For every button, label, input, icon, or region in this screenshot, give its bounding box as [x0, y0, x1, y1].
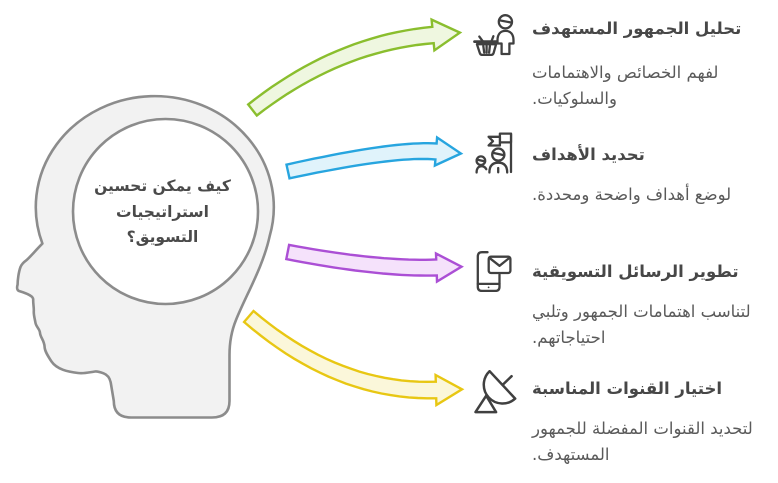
item-description: لتحديد القنوات المفضلة للجمهور المستهدف.	[532, 419, 753, 464]
item-develop-messages: تطوير الرسائل التسويقية لتناسب اهتمامات …	[532, 259, 777, 350]
satellite-dish-icon	[474, 370, 518, 414]
thought-circle	[71, 117, 260, 306]
item-title: تحليل الجمهور المستهدف	[532, 19, 742, 38]
arrow-audience	[246, 17, 463, 118]
shopper-basket-icon	[473, 12, 517, 56]
item-analyze-audience: تحليل الجمهور المستهدف لفهم الخصائص والا…	[532, 16, 777, 111]
item-choose-channels: اختيار القنوات المناسبة لتحديد القنوات ا…	[532, 376, 777, 467]
arrow-channels	[242, 309, 465, 408]
item-description: لتناسب اهتمامات الجمهور وتلبي احتياجاتهم…	[532, 302, 751, 347]
goal-flag-people-icon	[475, 131, 519, 175]
item-title: تحديد الأهداف	[532, 145, 645, 164]
central-question: كيف يمكن تحسين استراتيجيات التسويق؟	[94, 177, 231, 246]
arrow-messages	[284, 243, 464, 284]
item-title: تطوير الرسائل التسويقية	[532, 262, 739, 281]
item-description: لفهم الخصائص والاهتمامات والسلوكيات.	[532, 63, 719, 108]
phone-message-icon	[476, 251, 520, 295]
item-description: لوضع أهداف واضحة ومحددة.	[532, 185, 732, 204]
item-title: اختيار القنوات المناسبة	[532, 379, 723, 398]
arrow-goals	[285, 135, 464, 180]
item-define-goals: تحديد الأهداف لوضع أهداف واضحة ومحددة.	[532, 142, 777, 208]
